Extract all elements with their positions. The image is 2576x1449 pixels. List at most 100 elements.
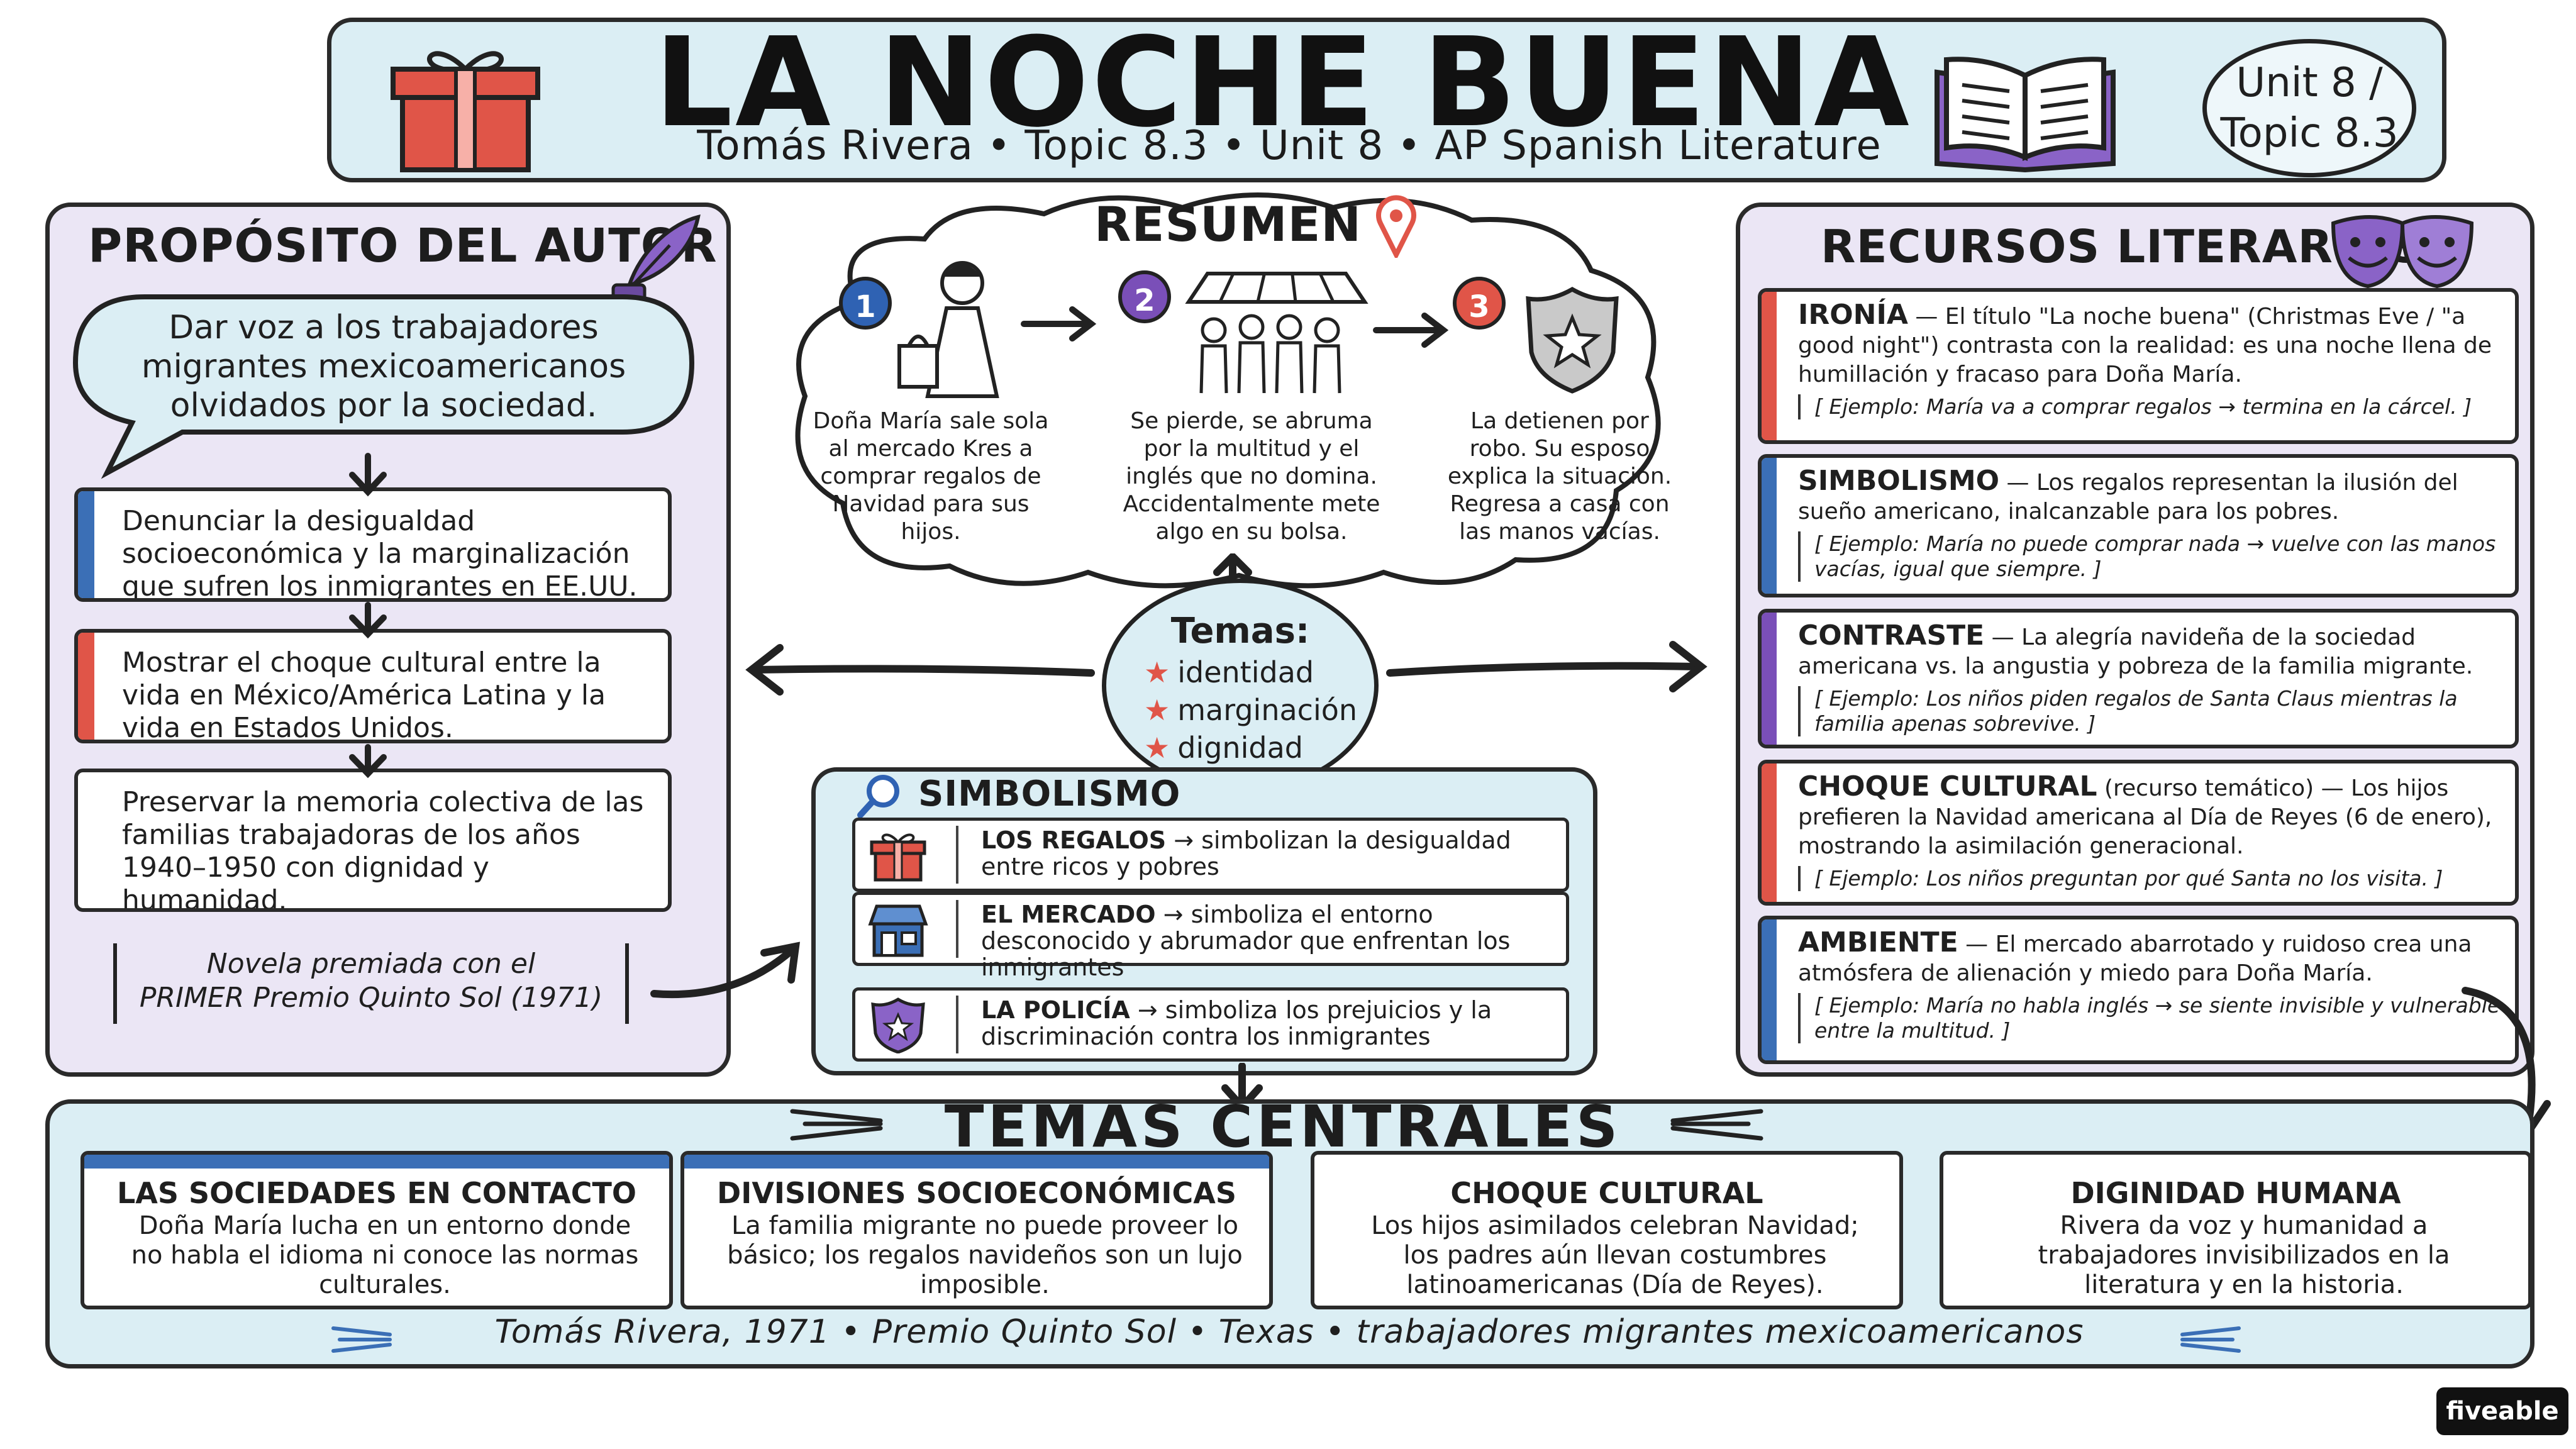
tema-card-divisiones: DIVISIONES SOCIOECONÓMICAS La familia mi… [680, 1151, 1273, 1309]
temas-item-1: ★identidad [1144, 655, 1314, 689]
temas-circle: Temas: ★identidad ★marginación ★dignidad [1102, 579, 1379, 792]
recurso-example: [ Ejemplo: Los niños preguntan por qué S… [1798, 866, 2501, 891]
recurso-card-simbolismo: SIMBOLISMO — Los regalos representan la … [1758, 454, 2519, 597]
resumen-heading: RESUMEN [1094, 196, 1362, 252]
recurso-body: CHOQUE CULTURAL (recurso temático) — Los… [1798, 772, 2501, 891]
step-text-3: La detienen por robo. Su esposo explica … [1447, 408, 1672, 545]
symbol-meaning: → simbolizan la desigualdad entre ricos … [981, 826, 1511, 880]
recurso-description: — Los regalos representan la ilusión del… [1798, 470, 2458, 525]
row-divider [956, 900, 958, 958]
recurso-description: — El título "La noche buena" (Christmas … [1798, 304, 2492, 387]
simbolismo-row-text: LOS REGALOS → simbolizan la desigualdad … [981, 827, 1553, 880]
recurso-card-contraste: CONTRASTE — La alegría navideña de la so… [1758, 609, 2519, 748]
recurso-example: [ Ejemplo: María va a comprar regalos → … [1798, 394, 2501, 419]
fiveable-logo[interactable]: fiveable [2436, 1387, 2568, 1435]
card-accent-bar [1762, 458, 1777, 594]
symbol-term: LA POLICÍA [981, 996, 1130, 1024]
temas-title: Temas: [1170, 611, 1310, 652]
map-pin-icon [1376, 195, 1416, 258]
arrow-step-1-2 [1021, 306, 1097, 341]
theater-masks-icon [2331, 215, 2474, 289]
unit-badge: Unit 8 / Topic 8.3 [2202, 39, 2416, 177]
recurso-term: SIMBOLISMO [1798, 465, 2000, 497]
simbolismo-row-text: EL MERCADO → simboliza el entorno descon… [981, 901, 1553, 980]
symbol-term: LOS REGALOS [981, 826, 1167, 854]
proposito-card-3: Preservar la memoria colectiva de las fa… [74, 769, 672, 912]
simbolismo-row-regalos: LOS REGALOS → simbolizan la desigualdad … [852, 818, 1569, 892]
award-quote-line2: PRIMER Premio Quinto Sol (1971) [139, 982, 603, 1014]
recurso-card-ironia: IRONÍA — El título "La noche buena" (Chr… [1758, 288, 2519, 444]
tema-card-title: DIVISIONES SOCIOECONÓMICAS [717, 1176, 1236, 1210]
tema-card-title: CHOQUE CULTURAL [1450, 1176, 1763, 1210]
flow-arrows-down [349, 453, 387, 779]
resumen-cloud [795, 192, 1661, 589]
step-number-1: 1 [839, 277, 892, 330]
gift-icon [391, 51, 540, 172]
card-accent-bar [1762, 763, 1777, 902]
footer-caption: Tomás Rivera, 1971 • Premio Quinto Sol •… [494, 1313, 2084, 1351]
woman-shopping-icon [897, 261, 999, 398]
recurso-term: AMBIENTE [1798, 926, 1958, 958]
unit-badge-line2: Topic 8.3 [2220, 110, 2399, 157]
tema-card-text: Rivera da voz y humanidad a trabajadores… [2038, 1211, 2450, 1299]
recurso-example: [ Ejemplo: María no puede comprar nada →… [1798, 531, 2501, 582]
police-badge-icon [871, 997, 925, 1053]
speech-bubble [72, 294, 695, 479]
recurso-term: CHOQUE CULTURAL [1798, 770, 2097, 802]
proposito-bubble-text: Dar voz a los trabajadores migrantes mex… [141, 309, 626, 425]
arrow-to-simbolismo [650, 941, 801, 999]
store-icon [868, 904, 928, 957]
row-divider [956, 826, 958, 884]
crowd-market-icon [1185, 272, 1368, 394]
tema-card-title: DIGINIDAD HUMANA [2070, 1176, 2401, 1210]
card-accent-bar [1762, 292, 1777, 440]
star-icon: ★ [1144, 731, 1170, 765]
award-quote-line1: Novela premiada con el [206, 948, 536, 980]
recurso-description: — El mercado abarrotado y ruidoso crea u… [1798, 931, 2472, 986]
card-accent-cap [684, 1155, 1269, 1169]
row-divider [956, 996, 958, 1053]
step-text-1: Doña María sale sola al mercado Kres a c… [813, 408, 1049, 545]
star-icon: ★ [1144, 655, 1170, 689]
card-accent-bar [78, 491, 94, 598]
page-subtitle: Tomás Rivera • Topic 8.3 • Unit 8 • AP S… [697, 123, 1882, 169]
simbolismo-heading: SIMBOLISMO [918, 774, 1181, 814]
speed-lines-right [1670, 1109, 1763, 1141]
tema-card-title: LAS SOCIEDADES EN CONTACTO [116, 1176, 637, 1210]
recurso-description: (recurso temático) — Los hijos prefieren… [1798, 775, 2492, 859]
tema-card-dignidad: DIGINIDAD HUMANA Rivera da voz y humanid… [1940, 1151, 2532, 1309]
speed-lines-left [790, 1109, 883, 1141]
card-accent-cap [1943, 1155, 2528, 1169]
step-text-2: Se pierde, se abruma por la multitud y e… [1123, 408, 1380, 545]
award-quote: Novela premiada con el PRIMER Premio Qui… [113, 943, 629, 1024]
proposito-card-2: Mostrar el choque cultural entre la vida… [74, 629, 672, 743]
step-number-3: 3 [1453, 277, 1506, 330]
proposito-card-text: Denunciar la desigualdad socioeconómica … [122, 505, 638, 602]
card-accent-bar [1762, 919, 1777, 1060]
recurso-card-choque-cultural: CHOQUE CULTURAL (recurso temático) — Los… [1758, 760, 2519, 906]
tema-card-text: Doña María lucha en un entorno donde no … [131, 1211, 639, 1299]
recurso-term: IRONÍA [1798, 299, 1908, 331]
card-accent-bar [1762, 613, 1777, 745]
temas-item-label: identidad [1177, 655, 1314, 689]
card-accent-cap [1314, 1155, 1899, 1169]
page-title: LA NOCHE BUENA [654, 11, 1912, 155]
proposito-card-text: Preservar la memoria colectiva de las fa… [122, 786, 644, 912]
recurso-body: CONTRASTE — La alegría navideña de la so… [1798, 621, 2501, 736]
proposito-card-text: Mostrar el choque cultural entre la vida… [122, 647, 606, 743]
card-accent-cap [84, 1155, 669, 1169]
recurso-term: CONTRASTE [1798, 619, 1985, 652]
unit-badge-line1: Unit 8 / [2236, 60, 2383, 106]
step-number-2: 2 [1118, 270, 1171, 323]
recursos-heading: RECURSOS LITERARIOS [1821, 220, 2423, 273]
arrow-step-2-3 [1373, 313, 1449, 348]
speed-lines-left [331, 1326, 392, 1353]
gift-icon [870, 833, 926, 882]
temas-item-2: ★marginación [1144, 693, 1357, 727]
recurso-example: [ Ejemplo: María no habla inglés → se si… [1798, 993, 2501, 1043]
star-icon: ★ [1144, 693, 1170, 727]
tema-card-choque: CHOQUE CULTURAL Los hijos asimilados cel… [1311, 1151, 1903, 1309]
recurso-body: AMBIENTE — El mercado abarrotado y ruido… [1798, 928, 2501, 1043]
simbolismo-row-mercado: EL MERCADO → simboliza el entorno descon… [852, 892, 1569, 980]
temas-item-3: ★dignidad [1144, 731, 1303, 765]
